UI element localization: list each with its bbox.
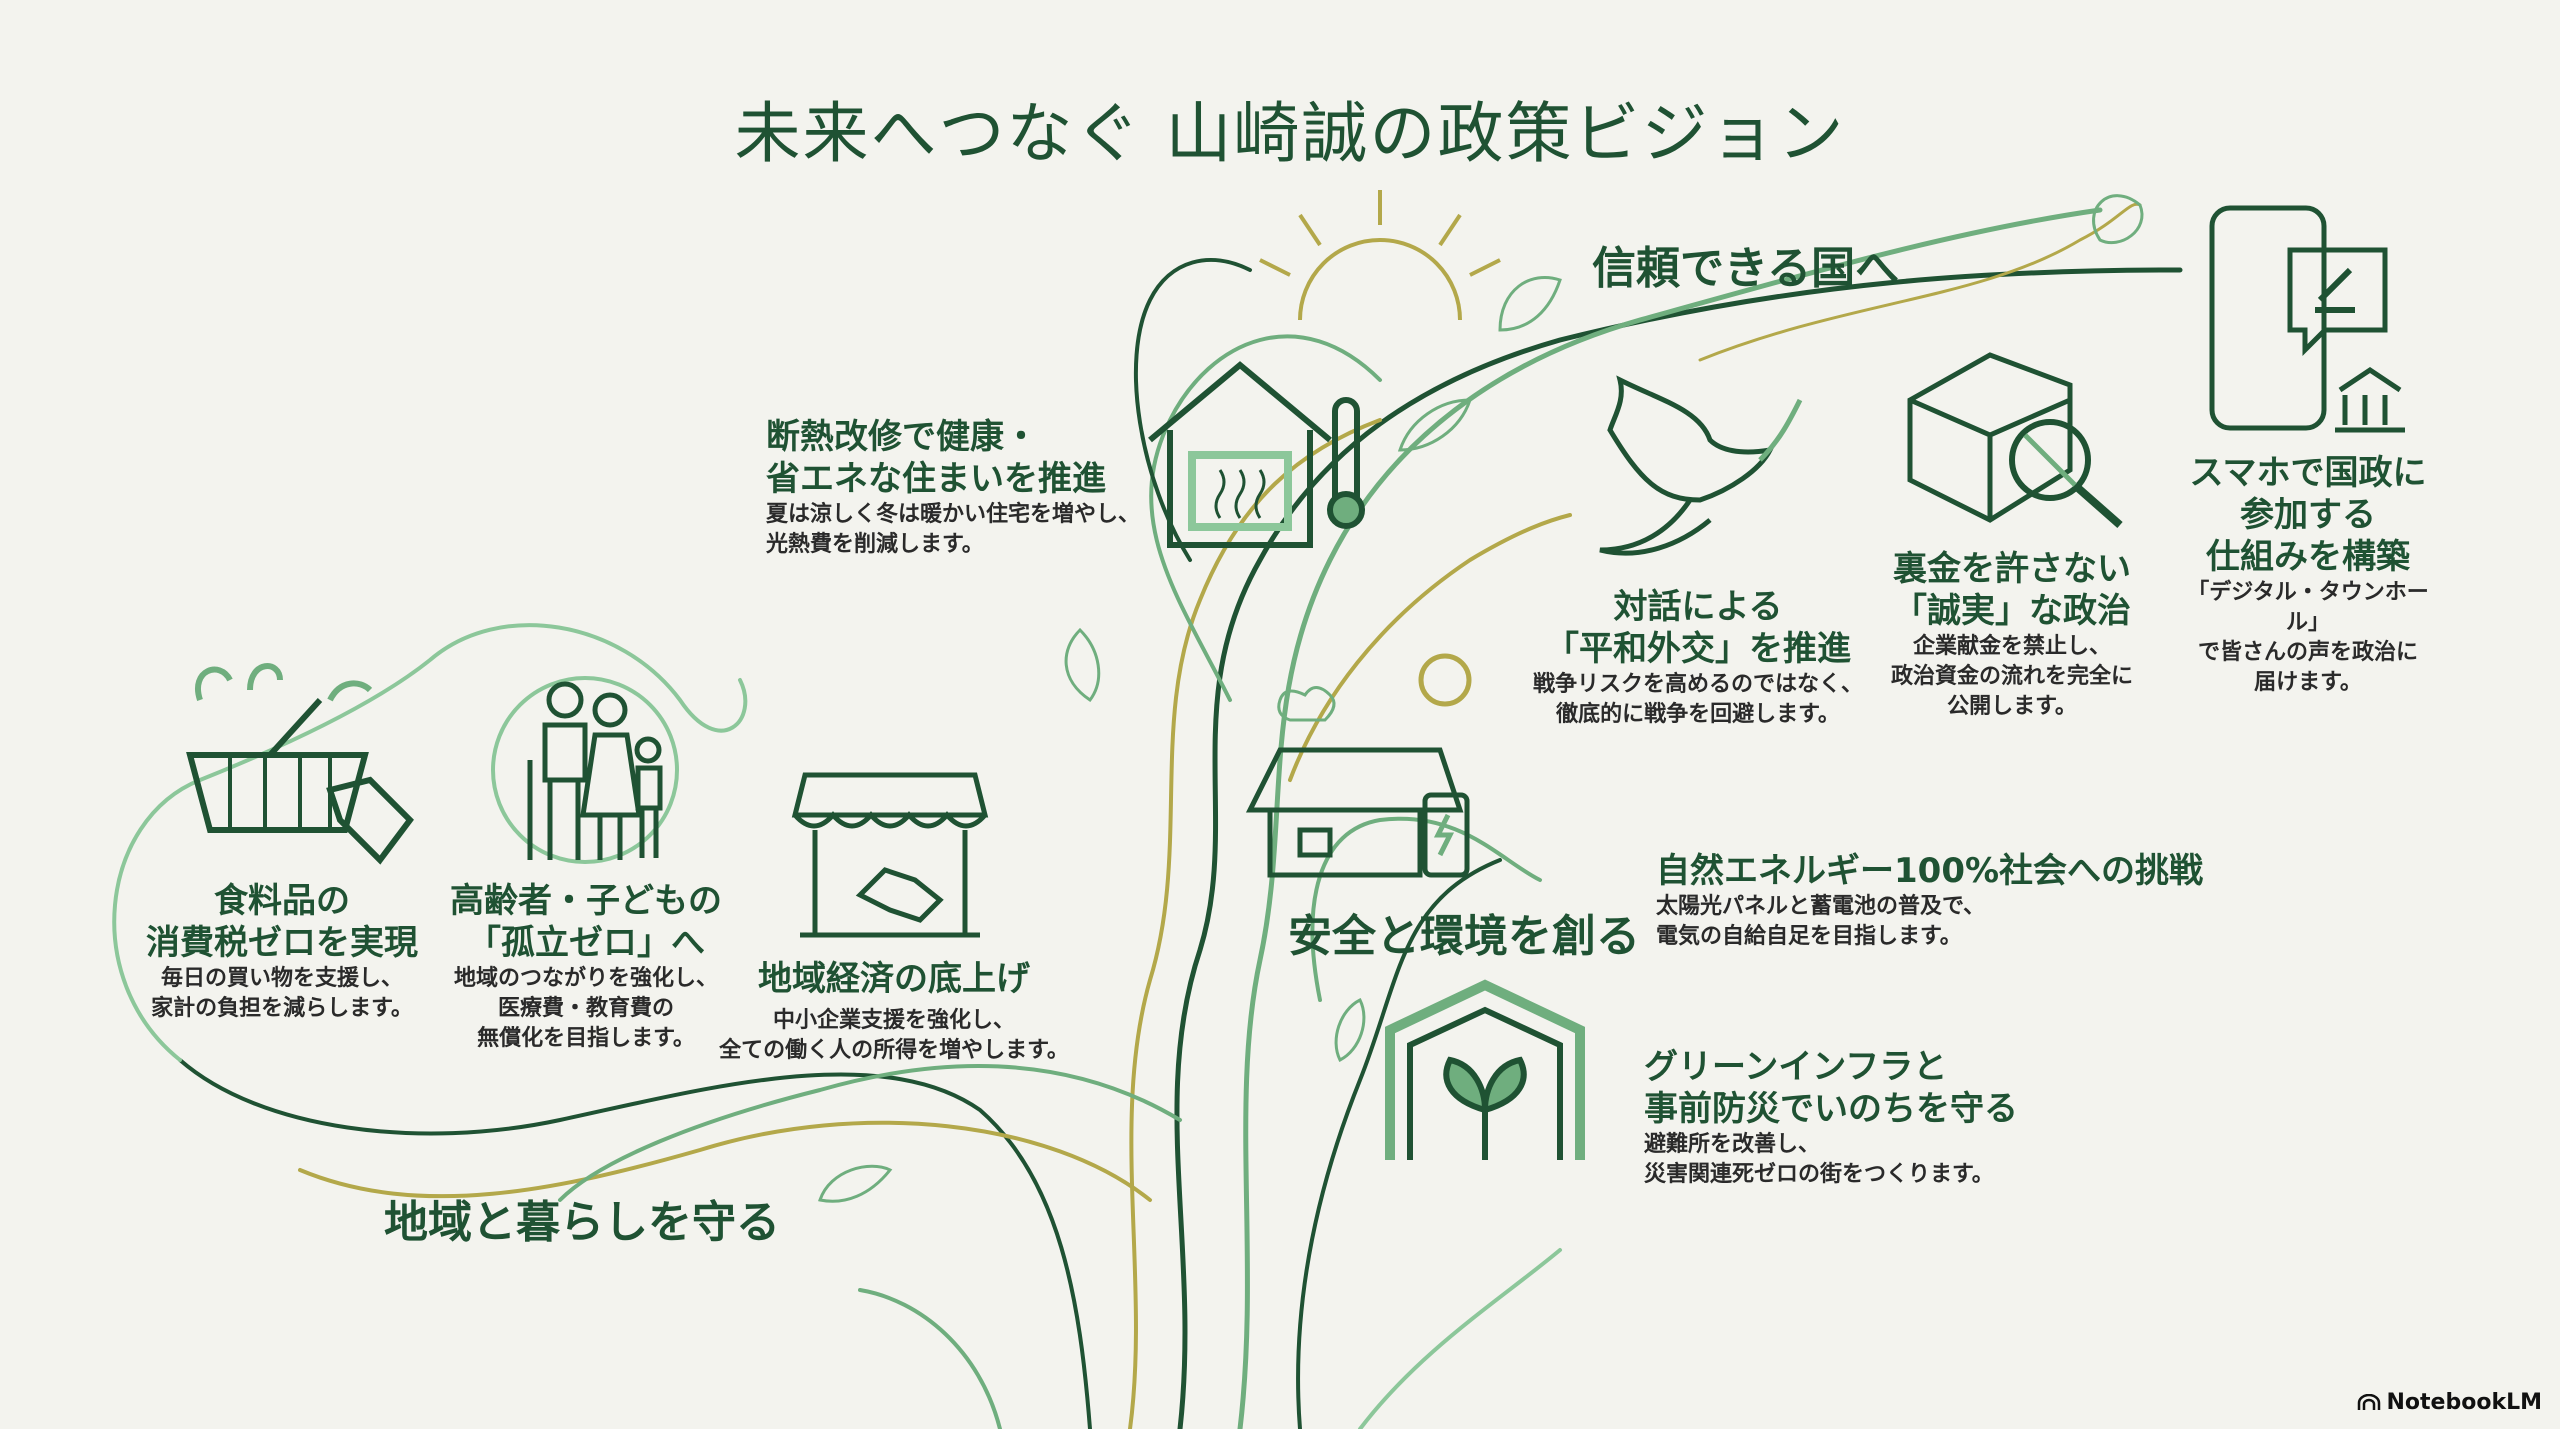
policy-digital: スマホで国政に 参加する 仕組みを構築 「デジタル・タウンホール」 で皆さんの声… bbox=[2182, 452, 2434, 698]
policy-title: 省エネな住まいを推進 bbox=[766, 459, 1106, 499]
policy-desc: 政治資金の流れを完全に bbox=[1890, 664, 2134, 689]
policy-title: 消費税ゼロを実現 bbox=[146, 923, 418, 963]
policy-desc: 戦争リスクを高めるのではなく、 bbox=[1532, 672, 1864, 697]
leaves bbox=[818, 194, 2144, 1203]
policy-peace: 対話による 「平和外交」を推進 戦争リスクを高めるのではなく、 徹底的に戦争を回… bbox=[1533, 586, 1863, 730]
elderly-and-children-icon bbox=[491, 676, 679, 864]
policy-title: 「誠実」な政治 bbox=[1892, 591, 2131, 631]
policy-title: 仕組みを構築 bbox=[2206, 537, 2410, 577]
notebooklm-logo: NotebookLM bbox=[2357, 1390, 2542, 1415]
policy-desc: 光熱費を削減します。 bbox=[766, 532, 984, 557]
smartphone-townhall-icon bbox=[2209, 205, 2405, 433]
policy-desc: 公開します。 bbox=[1947, 694, 2077, 719]
policy-title: 事前防災でいのちを守る bbox=[1644, 1089, 2018, 1129]
policy-elderly: 高齢者・子どもの 「孤立ゼロ」へ 地域のつながりを強化し、 医療費・教育費の 無… bbox=[450, 880, 722, 1054]
storefront-handshake-icon bbox=[791, 772, 989, 938]
section-title-safety: 安全と環境を創る bbox=[1288, 911, 1640, 962]
policy-desc: 太陽光パネルと蓄電池の普及で、 bbox=[1656, 894, 1986, 919]
policy-desc: 地域のつながりを強化し、 bbox=[453, 966, 718, 991]
policy-title: スマホで国政に bbox=[2189, 453, 2427, 493]
greenhouse-sprout-icon bbox=[1385, 979, 1585, 1160]
dove-icon bbox=[1599, 375, 1803, 556]
policy-desc: 企業献金を禁止し、 bbox=[1912, 634, 2112, 659]
logo-text: NotebookLM bbox=[2386, 1390, 2542, 1415]
policy-desc: 毎日の買い物を支援し、 bbox=[160, 966, 403, 991]
insulated-house-icon bbox=[1148, 361, 1365, 548]
policy-housing: 断熱改修で健康・ 省エネな住まいを推進 夏は涼しく冬は暖かい住宅を増やし、 光熱… bbox=[766, 416, 1140, 560]
policy-desc: で皆さんの声を政治に bbox=[2197, 640, 2418, 665]
notebooklm-icon bbox=[2357, 1393, 2380, 1410]
policy-title: 自然エネルギー100%社会への挑戦 bbox=[1656, 851, 2204, 891]
policy-desc: 災害関連死ゼロの街をつくります。 bbox=[1644, 1162, 1994, 1187]
policy-energy: 自然エネルギー100%社会への挑戦 太陽光パネルと蓄電池の普及で、 電気の自給自… bbox=[1656, 850, 2203, 952]
policy-economy: 地域経済の底上げ 中小企業支援を強化し、 全ての働く人の所得を増やします。 bbox=[719, 958, 1069, 1066]
section-title-trust: 信頼できる国へ bbox=[1592, 243, 1900, 294]
grocery-basket-icon bbox=[186, 663, 414, 865]
policy-desc: 夏は涼しく冬は暖かい住宅を増やし、 bbox=[766, 502, 1141, 527]
policy-title: 裏金を許さない bbox=[1892, 549, 2131, 589]
policy-desc: 電気の自給自足を目指します。 bbox=[1656, 924, 1962, 949]
ballot-box-no-money-icon bbox=[1907, 352, 2123, 529]
policy-desc: 避難所を改善し、 bbox=[1644, 1132, 1821, 1157]
policy-desc: 徹底的に戦争を回避します。 bbox=[1556, 702, 1840, 727]
policy-desc: 医療費・教育費の bbox=[497, 996, 674, 1021]
policy-title: 断熱改修で健康・ bbox=[766, 417, 1038, 457]
policy-honesty: 裏金を許さない 「誠実」な政治 企業献金を禁止し、 政治資金の流れを完全に 公開… bbox=[1891, 548, 2133, 722]
policy-title: グリーンインフラと bbox=[1644, 1047, 1948, 1087]
policy-desc: 全ての働く人の所得を増やします。 bbox=[719, 1038, 1069, 1063]
policy-title: 食料品の bbox=[214, 881, 350, 921]
sun-icon bbox=[1259, 190, 1501, 321]
policy-title: 対話による bbox=[1613, 587, 1783, 627]
page-title: 未来へつなぐ 山崎誠の政策ビジョン bbox=[734, 95, 1846, 172]
policy-green-infra: グリーンインフラと 事前防災でいのちを守る 避難所を改善し、 災害関連死ゼロの街… bbox=[1644, 1046, 2018, 1190]
policy-title: 高齢者・子どもの bbox=[450, 881, 722, 921]
policy-desc: 家計の負担を減らします。 bbox=[151, 996, 413, 1021]
solar-house-icon bbox=[1245, 653, 1472, 878]
policy-title: 「平和外交」を推進 bbox=[1544, 629, 1851, 669]
policy-title: 「孤立ゼロ」へ bbox=[467, 923, 705, 963]
policy-desc: 届けます。 bbox=[2254, 670, 2362, 695]
policy-desc: 中小企業支援を強化し、 bbox=[772, 1008, 1015, 1033]
policy-desc: 「デジタル・タウンホール」 bbox=[2187, 580, 2429, 635]
policy-desc: 無償化を目指します。 bbox=[477, 1026, 695, 1051]
policy-title: 地域経済の底上げ bbox=[758, 959, 1030, 999]
policy-title: 参加する bbox=[2240, 495, 2376, 535]
policy-food: 食料品の 消費税ゼロを実現 毎日の買い物を支援し、 家計の負担を減らします。 bbox=[146, 880, 418, 1024]
section-title-community: 地域と暮らしを守る bbox=[384, 1197, 780, 1248]
